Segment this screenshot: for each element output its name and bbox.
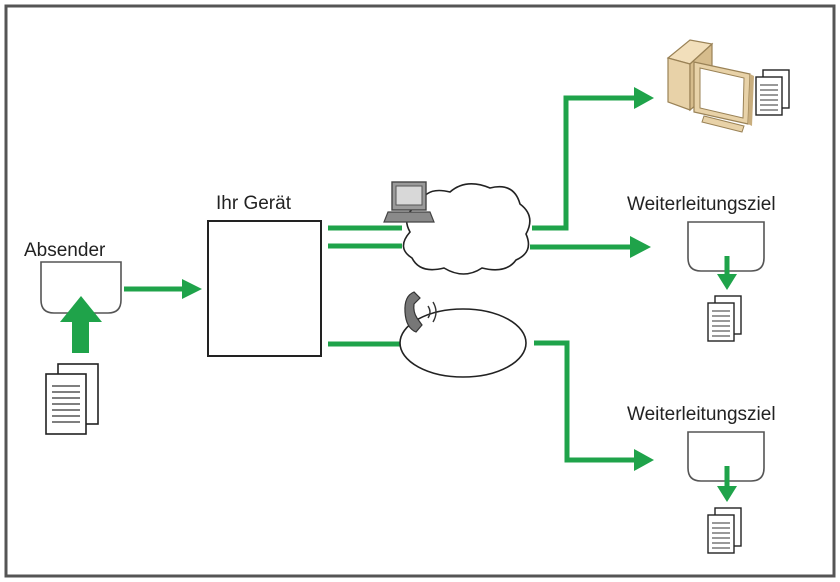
forward-target-1-document-icon bbox=[707, 295, 742, 342]
sender-label: Absender bbox=[24, 240, 106, 261]
network-terminal-icon bbox=[383, 181, 435, 223]
forward-target-2-output-arrow bbox=[717, 466, 737, 502]
desktop-computer-icon bbox=[666, 39, 754, 133]
sender-tray-icon bbox=[40, 261, 122, 314]
forward-target-1-tray-icon bbox=[687, 221, 765, 272]
forward-target-2-document-icon bbox=[707, 507, 742, 554]
computer-document-icon bbox=[755, 69, 790, 116]
arrow-to-forward-target-2 bbox=[534, 340, 654, 471]
arrow-to-forward-target-1 bbox=[530, 236, 651, 258]
device-box bbox=[207, 220, 322, 357]
forward-target-2-tray-icon bbox=[687, 431, 765, 482]
phone-line-ellipse-icon bbox=[399, 308, 527, 378]
telephone-handset-icon bbox=[404, 291, 437, 333]
forward-target-1-output-arrow bbox=[717, 256, 737, 290]
device-label: Ihr Gerät bbox=[216, 193, 292, 214]
diagram-frame bbox=[4, 4, 836, 578]
device-network-lines bbox=[328, 225, 402, 249]
arrow-sender-to-device bbox=[124, 279, 202, 299]
network-cloud-icon bbox=[402, 183, 531, 275]
arrow-to-computer bbox=[532, 87, 654, 231]
sender-feed-arrow bbox=[60, 296, 102, 353]
sender-document-icon bbox=[45, 363, 99, 435]
forward-target-2-label: Weiterleitungsziel bbox=[627, 404, 776, 425]
forward-target-1-label: Weiterleitungsziel bbox=[627, 194, 776, 215]
